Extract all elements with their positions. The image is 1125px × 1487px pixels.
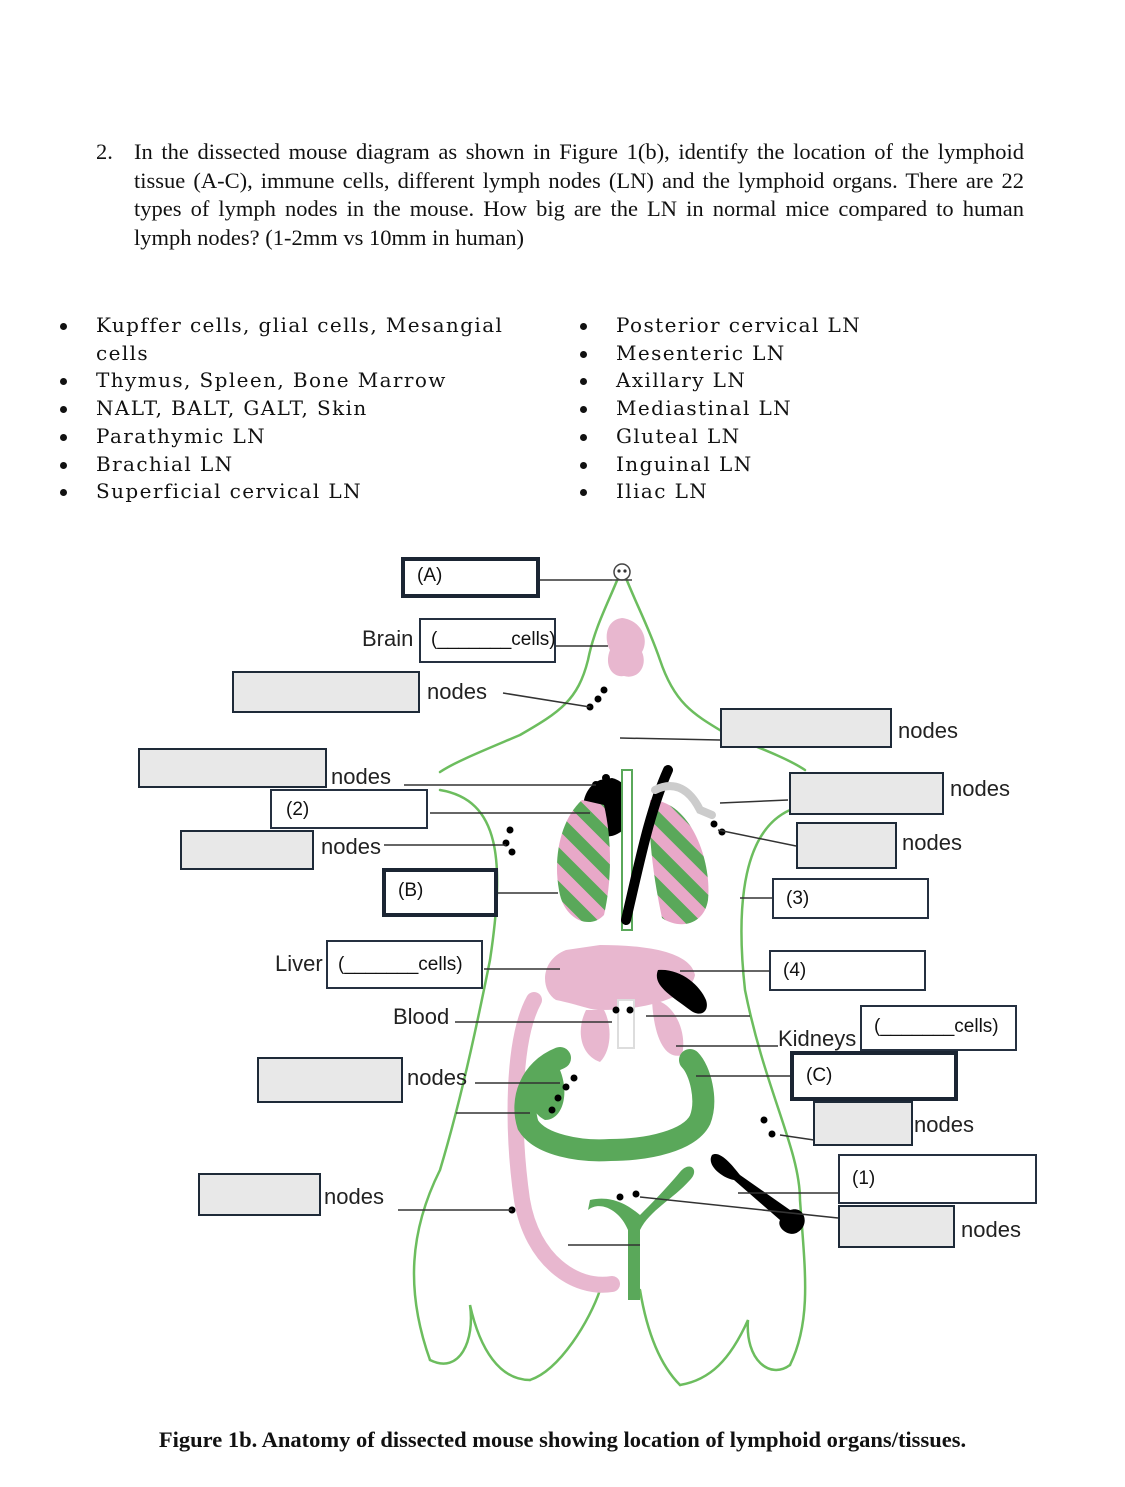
liver-label: Liver (275, 951, 323, 976)
brain-label: Brain (362, 626, 414, 651)
answer-box-3[interactable]: (3) (772, 878, 929, 919)
answer-box-nodes-8[interactable] (813, 1101, 913, 1146)
list-item: Brachial LN (60, 451, 510, 479)
nodes-label-6: nodes (902, 830, 962, 855)
answer-box-nodes-1[interactable] (232, 671, 420, 713)
answer-box-b[interactable]: (B) (382, 868, 498, 917)
box-2-label: (2) (286, 799, 310, 820)
answer-box-4[interactable]: (4) (769, 950, 926, 991)
kidney-cells-blank: (_______cells) (874, 1016, 999, 1037)
liver-organ (545, 945, 695, 1010)
liver-cells-box[interactable]: (_______cells) (326, 940, 483, 989)
pointer-lines (384, 579, 839, 1246)
nodes-label-3: nodes (331, 764, 391, 789)
answer-box-a[interactable]: (A) (401, 557, 540, 598)
answer-box-c[interactable]: (C) (790, 1051, 958, 1101)
kidney-left (580, 1010, 610, 1062)
femur-bone (710, 1154, 805, 1234)
nodes-label-10: nodes (961, 1217, 1021, 1242)
nodes-label-5: nodes (321, 834, 381, 859)
list-item: Mediastinal LN (580, 395, 1000, 423)
answer-box-2[interactable]: (2) (270, 789, 428, 829)
intestine-organ (514, 1047, 715, 1162)
brain-cells-box[interactable]: (_______cells) (419, 618, 556, 663)
box-b-label: (B) (398, 880, 424, 901)
list-item: NALT, BALT, GALT, Skin (60, 395, 510, 423)
brain-organ (606, 618, 645, 677)
cecum-organ (529, 1065, 565, 1120)
answer-box-nodes-3[interactable] (138, 748, 327, 788)
liver-cells-blank: (_______cells) (338, 954, 463, 975)
mouse-body-outline (412, 566, 807, 1387)
box-c-label: (C) (806, 1065, 833, 1086)
answer-box-nodes-7[interactable] (257, 1057, 403, 1103)
spleen-organ (656, 969, 707, 1014)
answer-box-nodes-4[interactable] (789, 772, 944, 815)
list-item: Posterior cervical LN (580, 312, 1000, 340)
answer-box-nodes-2[interactable] (720, 708, 892, 748)
brain-cells-blank: (_______cells) (431, 629, 556, 650)
nodes-label-9: nodes (324, 1184, 384, 1209)
nodes-label-8: nodes (914, 1112, 974, 1137)
answer-box-nodes-10[interactable] (838, 1205, 955, 1248)
kidney-cells-box[interactable]: (_______cells) (860, 1005, 1017, 1051)
options-list-right: Posterior cervical LN Mesenteric LN Axil… (580, 312, 1000, 506)
lymph-node-dots (502, 686, 776, 1214)
answer-box-nodes-5[interactable] (180, 830, 314, 870)
nodes-label-4: nodes (950, 776, 1010, 801)
blood-vessel (507, 992, 620, 1293)
left-lung (556, 800, 610, 923)
question-text: In the dissected mouse diagram as shown … (134, 139, 1024, 250)
figure-caption: Figure 1b. Anatomy of dissected mouse sh… (158, 1427, 967, 1452)
answer-box-1[interactable]: (1) (838, 1154, 1037, 1204)
list-item: Mesenteric LN (580, 340, 1000, 368)
list-item: Inguinal LN (580, 451, 1000, 479)
nodes-label-7: nodes (407, 1065, 467, 1090)
list-item: Kupffer cells, glial cells, Mesangial ce… (60, 312, 510, 367)
question-block: 2. In the dissected mouse diagram as sho… (96, 138, 1024, 252)
box-a-label: (A) (417, 565, 443, 586)
kidney-right (652, 1000, 684, 1056)
list-item: Axillary LN (580, 367, 1000, 395)
list-item: Iliac LN (580, 478, 1000, 506)
list-item: Parathymic LN (60, 423, 510, 451)
box-4-label: (4) (783, 960, 807, 981)
list-item: Superficial cervical LN (60, 478, 510, 506)
question-number: 2. (96, 139, 113, 164)
right-lung (649, 800, 709, 925)
list-item: Thymus, Spleen, Bone Marrow (60, 367, 510, 395)
answer-box-nodes-9[interactable] (198, 1173, 321, 1216)
list-item: Gluteal LN (580, 423, 1000, 451)
answer-box-nodes-6[interactable] (796, 822, 897, 869)
nodes-label-2: nodes (898, 718, 958, 743)
kidneys-label: Kidneys (778, 1026, 857, 1051)
blood-label: Blood (393, 1004, 450, 1029)
options-list-left: Kupffer cells, glial cells, Mesangial ce… (60, 312, 510, 506)
nose-icon (612, 563, 632, 581)
box-1-label: (1) (852, 1168, 876, 1189)
box-3-label: (3) (786, 888, 810, 909)
subclavian-vessel (651, 782, 716, 819)
nodes-label-1: nodes (427, 679, 487, 704)
